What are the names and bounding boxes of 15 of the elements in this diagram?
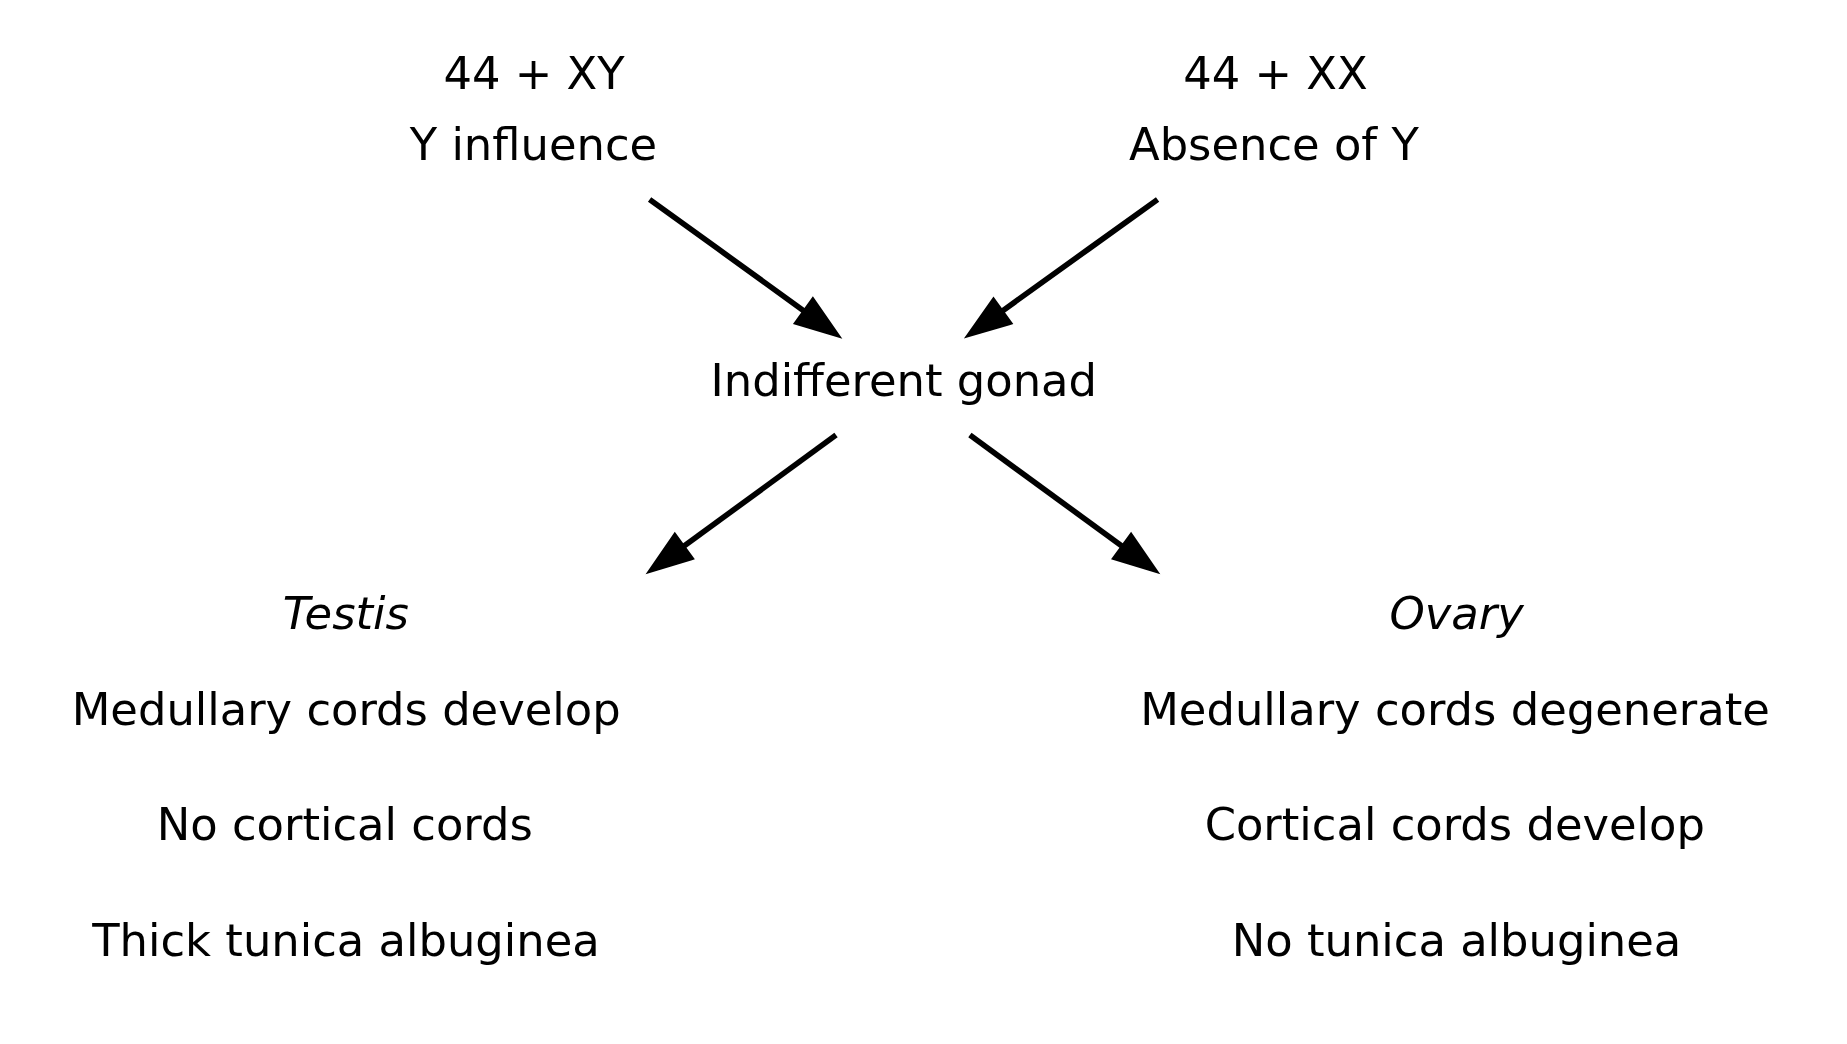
node-label: Medullary cords degenerate <box>1140 682 1770 736</box>
node-text: Testis <box>282 586 409 640</box>
node-text: Indifferent gonad <box>710 353 1098 407</box>
arrow <box>647 196 843 339</box>
arrow <box>963 196 1160 339</box>
node-text: Ovary <box>1389 586 1524 640</box>
node-label: Cortical cords develop <box>1204 797 1705 851</box>
node-label: Thick tunica albuginea <box>92 913 600 967</box>
node-text: 44 + XX Absence of Y <box>1128 46 1419 171</box>
arrow <box>645 432 838 574</box>
arrow <box>968 432 1161 574</box>
node-label: Medullary cords develop <box>71 682 621 736</box>
node-text: 44 + XY Y influence <box>409 46 658 171</box>
node-label: No cortical cords <box>156 797 533 851</box>
node-label: No tunica albuginea <box>1231 913 1682 967</box>
